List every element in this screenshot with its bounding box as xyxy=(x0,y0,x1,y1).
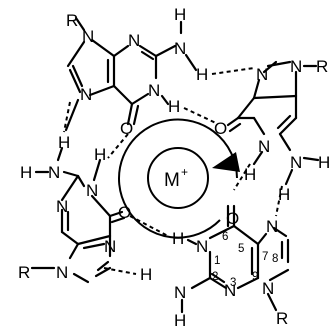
ring-number: 3 xyxy=(230,277,236,289)
label-n: N xyxy=(174,283,186,302)
central-cation: M + xyxy=(118,118,240,239)
label-h: H xyxy=(244,165,256,184)
label-r: R xyxy=(66,11,78,30)
label-h: H xyxy=(174,5,186,24)
label-o: O xyxy=(226,209,239,228)
label-n: N xyxy=(290,57,302,76)
label-h: H xyxy=(140,265,152,284)
guanine-bottom-right xyxy=(180,204,290,314)
rotation-arrowhead-icon xyxy=(212,152,240,172)
ring-number: 9 xyxy=(252,271,258,283)
label-h: H xyxy=(94,145,106,164)
label-n: N xyxy=(56,263,68,282)
label-n: N xyxy=(48,163,60,182)
label-n: N xyxy=(224,281,236,300)
ring-numbering: 1 2 3 5 6 7 8 9 xyxy=(212,231,278,289)
cation-charge: + xyxy=(181,165,188,179)
guanine-top-left xyxy=(64,16,198,132)
ring-number: 5 xyxy=(238,243,244,255)
cation-circle xyxy=(147,147,209,209)
label-h: H xyxy=(172,229,184,248)
label-n: N xyxy=(86,181,98,200)
label-o: O xyxy=(214,119,227,138)
atom-labels: R N N N N N H H H H O N N R O N N H H H … xyxy=(18,5,330,330)
ring-number: 7 xyxy=(262,251,268,263)
label-n: N xyxy=(80,85,92,104)
cation-symbol: M xyxy=(164,170,180,191)
label-h: H xyxy=(318,153,330,172)
label-n: N xyxy=(174,39,186,58)
label-h: H xyxy=(196,65,208,84)
ring-number: 6 xyxy=(222,231,228,243)
label-h: H xyxy=(174,311,186,330)
label-n: N xyxy=(262,279,274,298)
label-o: O xyxy=(118,203,131,222)
rotation-arrow xyxy=(118,118,238,239)
label-h: H xyxy=(58,133,70,152)
label-o: O xyxy=(120,119,133,138)
guanine-top-right xyxy=(226,60,320,186)
label-n: N xyxy=(196,237,208,256)
label-h: H xyxy=(20,163,32,182)
guanine-bottom-left xyxy=(30,146,126,284)
label-r: R xyxy=(316,57,328,76)
label-r: R xyxy=(276,309,288,328)
ring-number: 2 xyxy=(212,271,218,283)
label-n: N xyxy=(266,217,278,236)
label-r: R xyxy=(18,263,30,282)
label-n: N xyxy=(82,27,94,46)
label-h: H xyxy=(168,97,180,116)
ring-number: 1 xyxy=(214,255,220,267)
label-h: H xyxy=(278,185,290,204)
label-n: N xyxy=(256,65,268,84)
hydrogen-bonds xyxy=(63,67,283,275)
label-n: N xyxy=(56,197,68,216)
label-n: N xyxy=(258,137,270,156)
label-n: N xyxy=(128,31,140,50)
label-n: N xyxy=(148,81,160,100)
label-n: N xyxy=(104,237,116,256)
ring-number: 8 xyxy=(272,253,278,265)
label-n: N xyxy=(290,153,302,172)
